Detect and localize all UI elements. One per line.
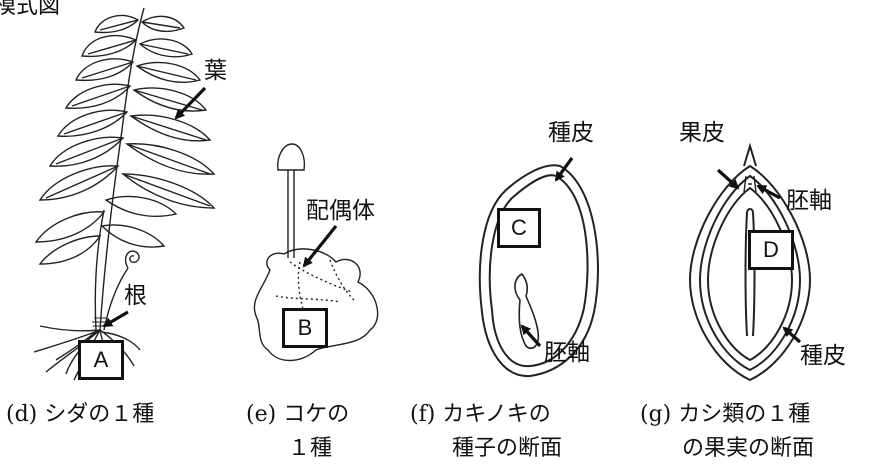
label-seed-coat-g: 種皮	[800, 343, 846, 369]
seed-outer-coat	[478, 164, 599, 378]
fern-fiddlehead	[124, 250, 140, 269]
label-root: 根	[124, 283, 147, 309]
seed-inner-coat	[488, 174, 589, 368]
caption-d-line1: (d) シダの１種	[6, 402, 155, 427]
caption-e-line1: (e) コケの	[246, 402, 350, 427]
persimmon-seed-section	[478, 164, 599, 378]
fruit-tip	[743, 142, 757, 167]
fruit-embryo-axis	[744, 208, 756, 337]
caption-f-line2: 種子の断面	[452, 436, 563, 461]
caption-g-line2: の果実の断面	[682, 436, 815, 461]
arrow-seed-coat-f	[554, 157, 574, 182]
arrow-seed-coat-g	[782, 326, 802, 344]
label-gametophyte: 配偶体	[306, 198, 375, 224]
arrow-hypocotyl-f	[520, 324, 542, 348]
fruit-plumule	[743, 175, 757, 193]
arrow-pericarp	[716, 168, 740, 190]
moss-illustration	[253, 143, 379, 362]
caption-g-line1: (g) カシ類の１種	[640, 402, 811, 427]
fern-illustration	[33, 7, 216, 381]
moss-gametophyte-body	[253, 248, 379, 362]
caption-d: (d) シダの１種	[6, 398, 154, 432]
label-hypocotyl-g: 胚軸	[786, 188, 832, 214]
fern-main-stem	[99, 7, 145, 331]
label-pericarp: 果皮	[679, 120, 725, 146]
figure-title-fragment: 模式図	[0, 0, 61, 19]
caption-f: (f) カキノキの 種子の断面	[410, 398, 562, 466]
arrow-leaf	[174, 86, 207, 120]
moss-seta	[287, 170, 295, 258]
label-hypocotyl-f: 胚軸	[544, 340, 590, 366]
moss-capsule	[277, 143, 306, 171]
caption-e-line2: １種	[288, 436, 333, 461]
caption-e: (e) コケの １種	[246, 398, 349, 466]
seed-embryo	[514, 272, 540, 350]
label-leaf: 葉	[204, 58, 227, 84]
arrow-hypocotyl-g	[756, 184, 781, 200]
label-seed-coat-f: 種皮	[548, 120, 594, 146]
fruit-seed-coat	[706, 186, 794, 362]
arrow-gametophyte	[302, 225, 338, 268]
fern-second-stem	[94, 209, 105, 331]
arrow-root	[102, 310, 129, 328]
box-b: B	[282, 308, 328, 348]
box-a: A	[78, 340, 124, 380]
box-d: D	[748, 230, 794, 270]
caption-g: (g) カシ類の１種 の果実の断面	[640, 398, 814, 466]
box-c: C	[497, 208, 541, 248]
caption-f-line1: (f) カキノキの	[410, 402, 551, 427]
fruit-pericarp-outer	[688, 164, 812, 382]
